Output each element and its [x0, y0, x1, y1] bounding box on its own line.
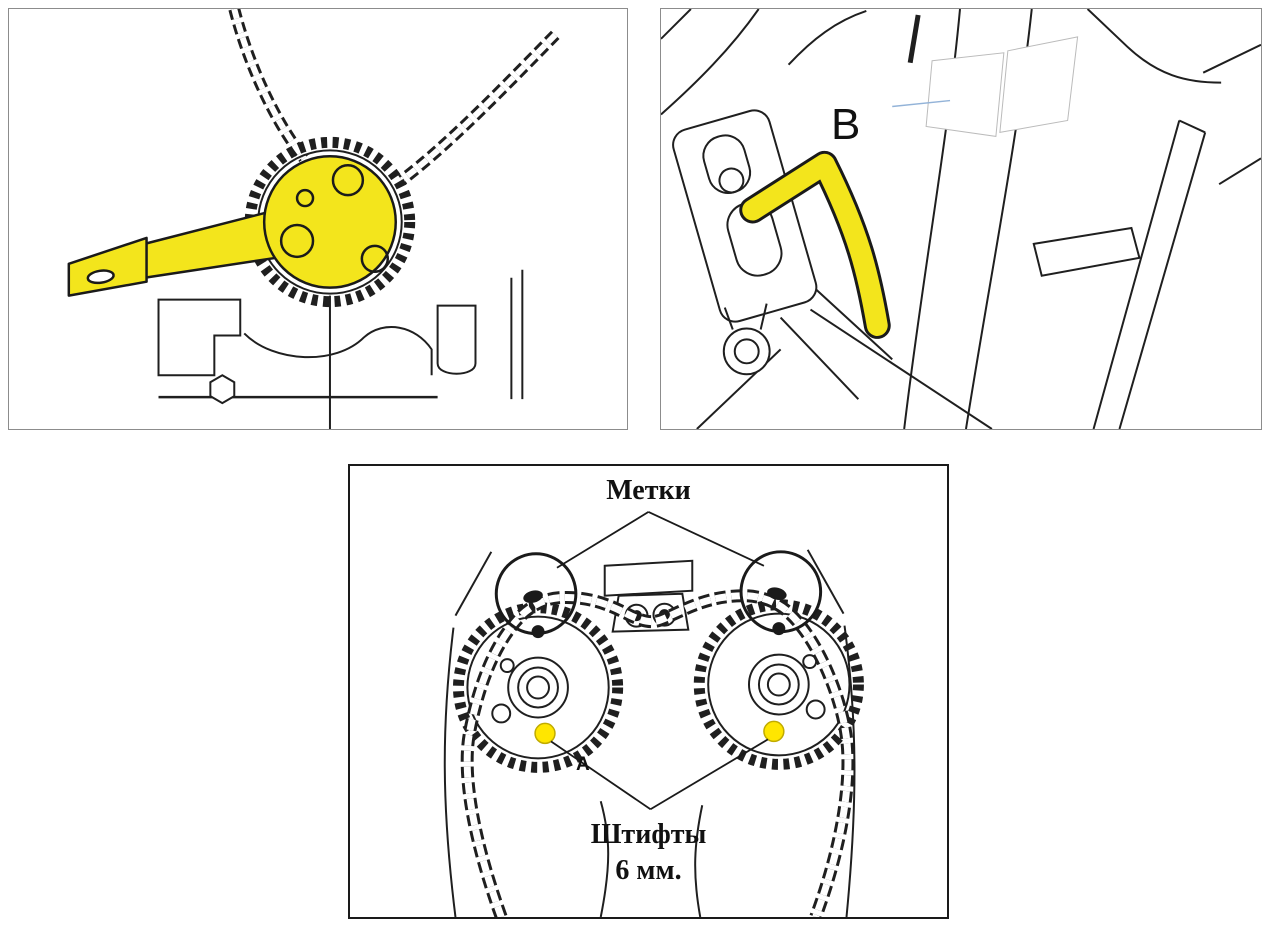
label-b: B: [831, 100, 861, 149]
tube-highlight-patches: [925, 36, 1079, 137]
label-a: A: [576, 754, 590, 775]
tool-handle-end: [67, 236, 148, 297]
timing-marks-label: Метки: [606, 475, 691, 506]
timing-marks-drawing: [443, 511, 864, 917]
left-pin-hole: [534, 722, 556, 745]
left-chain-mark: [523, 590, 543, 604]
sprocket-tool-drawing: [67, 9, 560, 429]
tool-hole: [295, 188, 315, 208]
left-mark-circle: [494, 552, 578, 636]
engine-casing-lines: [443, 549, 856, 917]
tool-hole: [279, 223, 315, 259]
right-mark-circle: [739, 550, 823, 634]
tensioner-hexkey-panel: B: [660, 8, 1262, 430]
pins-label-line2: 6 мм.: [615, 855, 682, 886]
right-pin-hole: [763, 720, 785, 743]
tool-disc: [262, 155, 397, 289]
right-sprocket-mark: [772, 622, 786, 636]
timing-chain-left: [228, 9, 309, 162]
right-chain-mark: [767, 587, 787, 601]
sprocket-holding-tool: [67, 155, 397, 297]
tool-arm: [143, 208, 278, 279]
tool-hole: [331, 164, 365, 197]
sprocket-tool-panel: [8, 8, 628, 430]
tensioner-hexkey-drawing: [661, 9, 1261, 429]
tool-hole: [360, 244, 390, 273]
engine-front-parts: [157, 269, 524, 429]
timing-chain: [460, 589, 855, 917]
tool-handle-slot: [86, 269, 115, 285]
timing-marks: [494, 550, 823, 639]
hex-key: [739, 150, 891, 339]
marks-pointer-right: [648, 511, 765, 567]
pins-pointer-right: [650, 738, 769, 811]
pins-pointer-left: [550, 740, 651, 810]
stray-scan-line: [892, 99, 951, 108]
pins-label-line1: Штифты: [590, 819, 707, 850]
timing-marks-panel: Метки A Штифты 6 мм.: [348, 464, 949, 919]
pointer-lines: [550, 511, 769, 811]
plate-boss: [722, 303, 771, 376]
marks-pointer-left: [556, 511, 649, 569]
timing-chain-right: [398, 30, 560, 185]
